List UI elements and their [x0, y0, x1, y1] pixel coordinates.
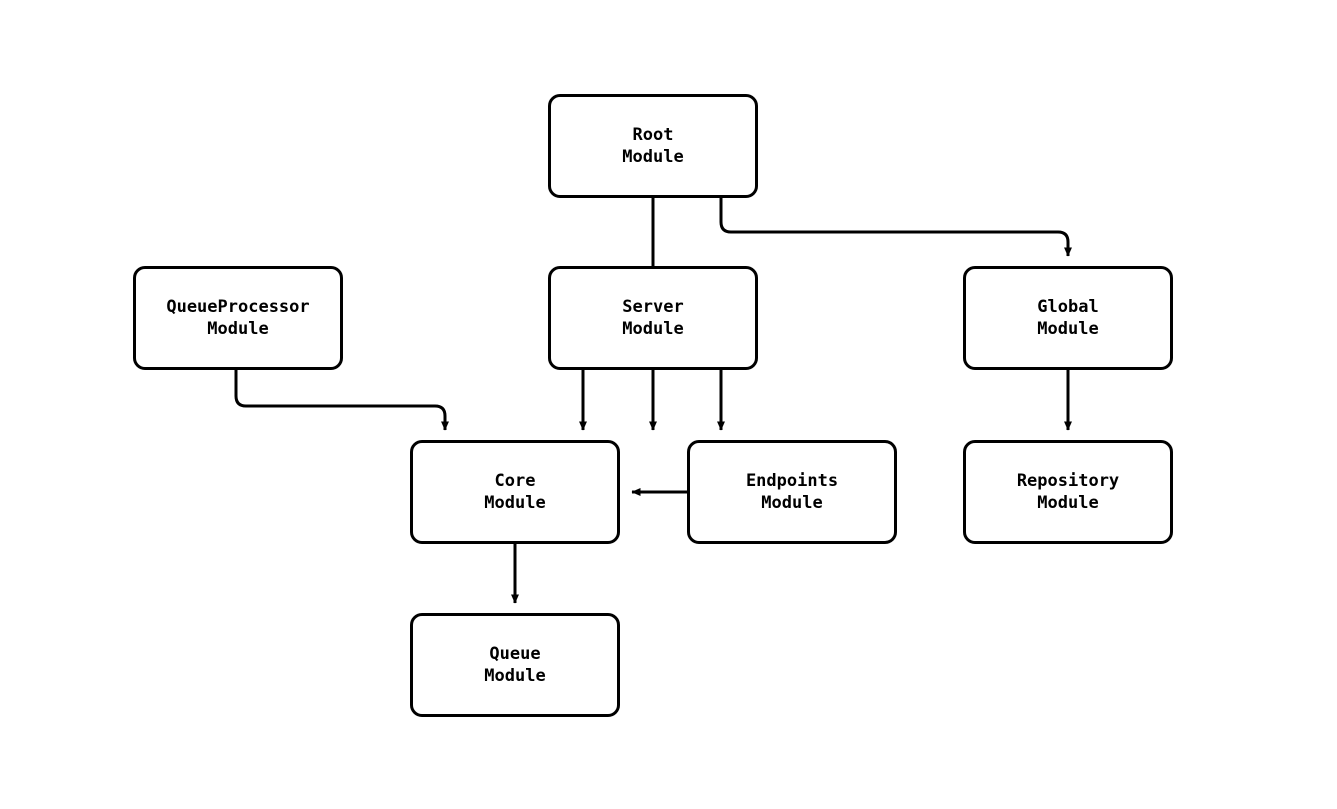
node-server-module-label-line2: Module [622, 319, 684, 339]
node-global-module[interactable]: Global Module [963, 266, 1173, 370]
node-global-module-label-line2: Module [1037, 319, 1099, 339]
node-core-module-label-line2: Module [484, 493, 546, 513]
node-root-module-label-line1: Root [632, 125, 674, 145]
node-queue-module-label-line1: Queue [489, 644, 541, 664]
edge-root-to-global [719, 198, 1072, 257]
node-server-module[interactable]: Server Module [548, 266, 758, 370]
node-endpoints-module-label-line1: Endpoints [745, 471, 839, 491]
node-queueprocessor-module-label-line2: Module [207, 319, 269, 339]
node-root-module[interactable]: Root Module [548, 94, 758, 198]
node-repository-module-label-line2: Module [1037, 493, 1099, 513]
node-queue-module[interactable]: Queue Module [410, 613, 620, 717]
node-queue-module-label-line2: Module [484, 666, 546, 686]
node-queueprocessor-module[interactable]: QueueProcessor Module [133, 266, 343, 370]
node-repository-module-label-line1: Repository [1016, 471, 1120, 491]
edge-queueprocessor-to-core [234, 370, 449, 431]
node-core-module-label-line1: Core [494, 471, 536, 491]
node-queueprocessor-module-label-line1: QueueProcessor [166, 297, 310, 317]
node-repository-module[interactable]: Repository Module [963, 440, 1173, 544]
node-server-module-label-line1: Server [622, 297, 684, 317]
node-endpoints-module[interactable]: Endpoints Module [687, 440, 897, 544]
node-global-module-label-line1: Global [1037, 297, 1099, 317]
node-root-module-label-line2: Module [622, 147, 684, 167]
node-endpoints-module-label-line2: Module [761, 493, 823, 513]
node-core-module[interactable]: Core Module [410, 440, 620, 544]
